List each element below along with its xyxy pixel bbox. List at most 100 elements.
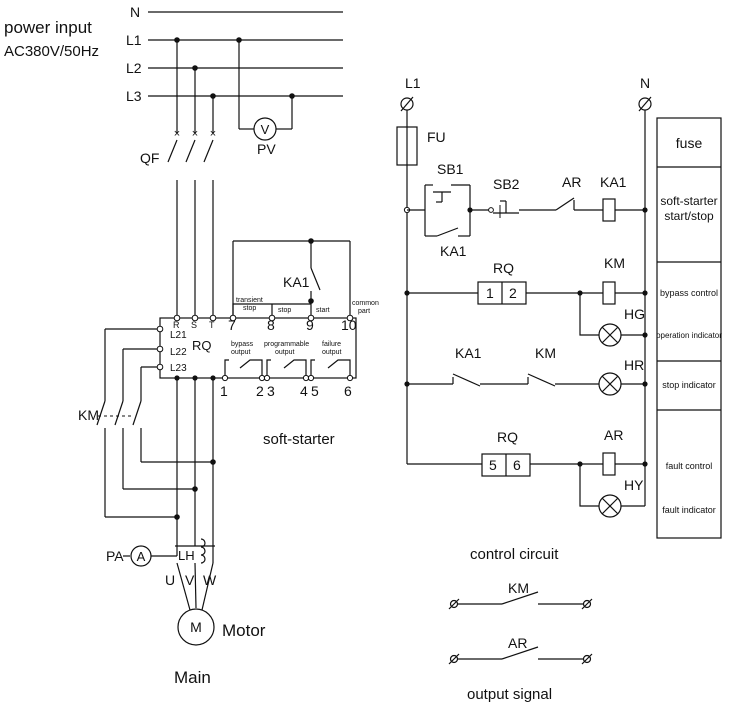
terminal-5: 5 xyxy=(311,383,319,399)
ka1-coil xyxy=(602,198,616,222)
legend-operation-indicator: operation indicator xyxy=(656,331,722,340)
terminal-r: R xyxy=(173,320,180,330)
soft-starter-caption: soft-starter xyxy=(263,431,335,448)
main-caption: Main xyxy=(174,668,211,687)
km-coil-label: KM xyxy=(604,255,625,271)
label-common: common xyxy=(352,300,379,307)
rq2-label: RQ xyxy=(497,429,518,445)
terminal-l21: L21 xyxy=(170,330,187,341)
terminal-v: V xyxy=(185,572,195,588)
label-common-part: part xyxy=(358,308,370,315)
ammeter-symbol: A xyxy=(137,549,146,564)
km-output-label: KM xyxy=(508,580,529,596)
line-l3-label: L3 xyxy=(126,88,142,104)
legend-table: fuse soft-starter start/stop bypass cont… xyxy=(656,117,722,539)
rq2-pin-5: 5 xyxy=(489,457,497,473)
motor: M xyxy=(177,608,215,646)
failure-output-label-1: failure xyxy=(322,341,341,348)
output-signal: KM AR output signal xyxy=(448,580,593,703)
motor-label: Motor xyxy=(222,621,266,640)
stop-button-sb2: SB2 xyxy=(488,176,520,218)
label-transient: transient xyxy=(236,297,263,304)
terminal-4: 4 xyxy=(300,383,308,399)
rq-label: RQ xyxy=(493,260,514,276)
programmable-output-label-2: output xyxy=(275,349,295,356)
ar-output-contact: AR xyxy=(448,635,593,665)
legend-fault-indicator: fault indicator xyxy=(662,505,716,515)
terminal-1: 1 xyxy=(220,383,228,399)
ka1-contact-label: KA1 xyxy=(283,274,310,290)
voltmeter-pv: V xyxy=(253,117,277,141)
bypass-contactor-km: KM xyxy=(78,328,213,518)
lamp-hr: HR xyxy=(598,357,644,396)
control-circuit-caption: control circuit xyxy=(470,546,559,563)
soft-starter-box xyxy=(159,317,357,379)
pa-label: PA xyxy=(106,548,124,564)
main-circuit: V PV × × × QF xyxy=(78,37,295,687)
ar-contact-label: AR xyxy=(562,174,581,190)
terminal-9: 9 xyxy=(306,317,314,333)
rq2-pin-6: 6 xyxy=(513,457,521,473)
breaker-qf: × × × QF xyxy=(140,128,216,318)
soft-starter-rq: RQ xyxy=(192,338,212,353)
terminal-s: S xyxy=(191,320,197,330)
legend-bypass-control: bypass control xyxy=(660,288,718,298)
line-l2-label: L2 xyxy=(126,60,142,76)
control-l1-label: L1 xyxy=(405,75,421,91)
lamp-hy: HY xyxy=(598,477,644,518)
voltmeter-symbol: V xyxy=(261,122,270,137)
km-row3-label: KM xyxy=(535,345,556,361)
ar-coil xyxy=(602,452,616,476)
l1-terminal xyxy=(400,96,414,112)
ka1-row3-label: KA1 xyxy=(455,345,482,361)
sb2-label: SB2 xyxy=(493,176,520,192)
rq-pin-2: 2 xyxy=(509,285,517,301)
line-n-label: N xyxy=(130,4,140,20)
line-l1-label: L1 xyxy=(126,32,142,48)
ammeter-pa: A PA xyxy=(106,545,152,567)
terminal-l22: L22 xyxy=(170,347,187,358)
motor-symbol: M xyxy=(190,619,202,635)
pv-label: PV xyxy=(257,141,276,157)
terminal-8: 8 xyxy=(267,317,275,333)
power-input-spec: AC380V/50Hz xyxy=(4,43,99,60)
hg-label: HG xyxy=(624,306,645,322)
legend-soft-starter: soft-starter xyxy=(660,194,717,208)
output-signal-caption: output signal xyxy=(467,686,552,703)
n-terminal xyxy=(638,96,652,112)
failure-output-label-2: output xyxy=(322,349,342,356)
label-stop: stop xyxy=(278,307,291,314)
sb1-label: SB1 xyxy=(437,161,464,177)
lh-label: LH xyxy=(178,548,195,563)
ka1-holding-label: KA1 xyxy=(440,243,467,259)
lamp-hg: HG xyxy=(598,306,645,347)
terminal-10: 10 xyxy=(341,317,357,333)
power-input: power input AC380V/50Hz N L1 L2 L3 xyxy=(4,4,343,104)
km-output-contact: KM xyxy=(448,580,593,610)
ar-nc-contact: AR xyxy=(555,174,581,211)
bypass-output-label-2: output xyxy=(231,349,251,356)
current-transformer-lh: LH xyxy=(151,538,215,564)
soft-starter: R S T L21 L22 L23 RQ KA1 transient stop … xyxy=(156,238,379,448)
terminal-l23: L23 xyxy=(170,363,187,374)
qf-x-2: × xyxy=(192,128,198,140)
rq-contact-5-6: 5 6 RQ xyxy=(481,429,531,477)
terminal-6: 6 xyxy=(344,383,352,399)
hy-label: HY xyxy=(624,477,644,493)
hr-label: HR xyxy=(624,357,644,373)
start-button-sb1: SB1 xyxy=(424,161,471,236)
rq-contact-1-2: 1 2 RQ xyxy=(477,260,527,305)
ar-output-label: AR xyxy=(508,635,527,651)
power-input-title: power input xyxy=(4,18,92,37)
km-main-label: KM xyxy=(78,407,99,423)
fu-label: FU xyxy=(427,129,446,145)
terminal-w: W xyxy=(203,572,217,588)
qf-label: QF xyxy=(140,150,159,166)
control-n-label: N xyxy=(640,75,650,91)
programmable-output-label-1: programmable xyxy=(264,341,309,348)
legend-stop-indicator: stop indicator xyxy=(662,380,716,390)
label-start: start xyxy=(316,307,330,314)
label-transient-stop: stop xyxy=(243,305,256,312)
km-nc-contact: KM xyxy=(527,345,556,387)
